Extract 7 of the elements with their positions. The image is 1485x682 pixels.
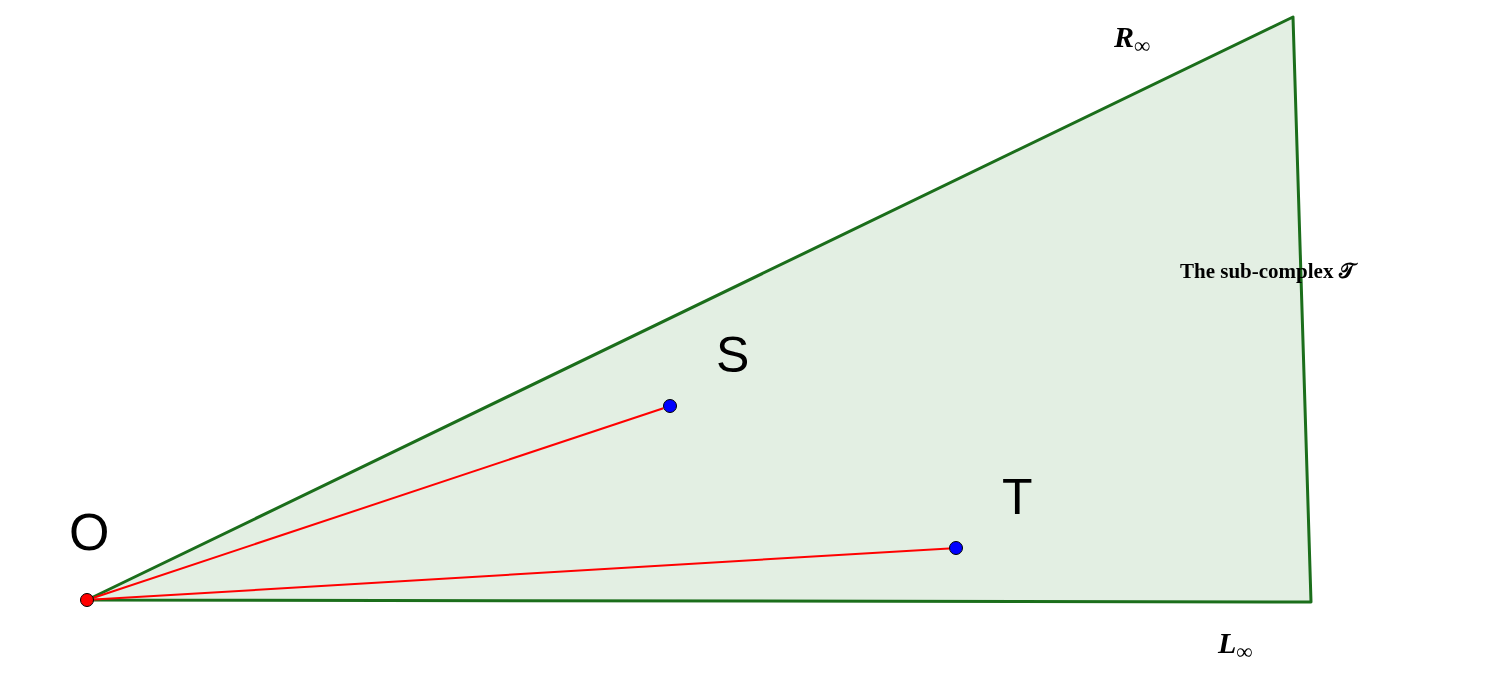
connecting-line	[93, 547, 950, 601]
connecting-line	[92, 407, 665, 599]
point-label: T	[1002, 472, 1033, 522]
vertex-label: R$_{∞}$	[1114, 19, 1151, 59]
point-label: S	[716, 330, 750, 380]
vertex-label: L$_{∞}$	[1218, 625, 1253, 665]
point-label: O	[69, 506, 110, 558]
